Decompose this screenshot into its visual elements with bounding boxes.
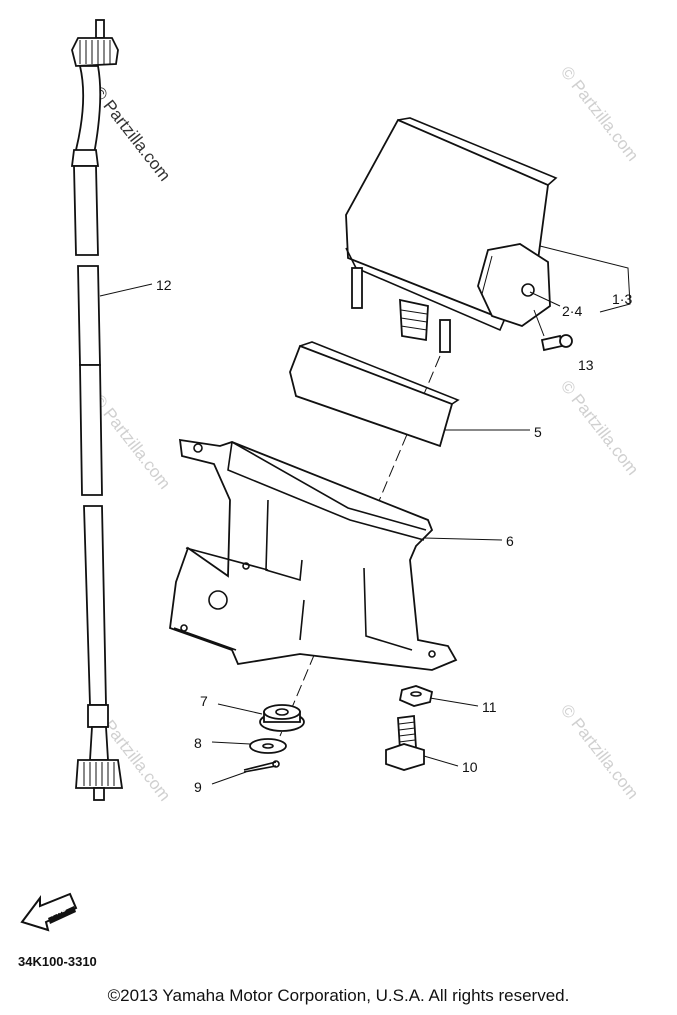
leader-9 xyxy=(211,771,247,785)
bolt-part-10 xyxy=(385,714,425,771)
bracket-part-6 xyxy=(169,438,458,671)
callout-11: 11 xyxy=(482,699,497,715)
callout-5: 5 xyxy=(534,424,542,440)
callout-12: 12 xyxy=(156,277,172,293)
callout-8: 8 xyxy=(194,735,202,751)
washer-part-8 xyxy=(249,738,287,754)
cotter-pin-part-9 xyxy=(243,760,280,773)
callout-7: 7 xyxy=(200,693,208,709)
watermark-top-left: © Partzilla.com xyxy=(89,83,175,185)
callout-1-3: 1·3 xyxy=(612,291,632,307)
leader-8 xyxy=(211,741,251,745)
screw-part-13 xyxy=(540,334,573,352)
nut-part-11 xyxy=(398,685,434,707)
copyright-notice: ©2013 Yamaha Motor Corporation, U.S.A. A… xyxy=(107,986,570,1005)
leader-12 xyxy=(99,283,153,297)
callout-10: 10 xyxy=(462,759,478,775)
grommet-part-7 xyxy=(259,704,305,732)
leader-10 xyxy=(423,755,459,767)
callout-9: 9 xyxy=(194,779,202,795)
leader-13 xyxy=(533,309,545,337)
speedometer-cable xyxy=(70,19,124,801)
watermark-top-right: © Partzilla.com xyxy=(557,63,643,165)
leader-6 xyxy=(423,537,503,541)
cushion-part-5 xyxy=(289,341,460,448)
fwd-arrow-icon: FWD xyxy=(20,892,78,932)
callout-13: 13 xyxy=(578,357,594,373)
leader-1-3 xyxy=(539,245,631,313)
leader-11 xyxy=(429,697,479,707)
watermark-bottom-right: © Partzilla.com xyxy=(557,701,643,803)
leader-2-4 xyxy=(529,291,561,307)
watermark-mid-right: © Partzilla.com xyxy=(557,377,643,479)
diagram-code: 34K100-3310 xyxy=(18,954,97,969)
callout-6: 6 xyxy=(506,533,514,549)
speedometer-unit xyxy=(345,117,558,353)
leader-7 xyxy=(217,703,263,715)
callout-2-4: 2·4 xyxy=(562,303,582,319)
